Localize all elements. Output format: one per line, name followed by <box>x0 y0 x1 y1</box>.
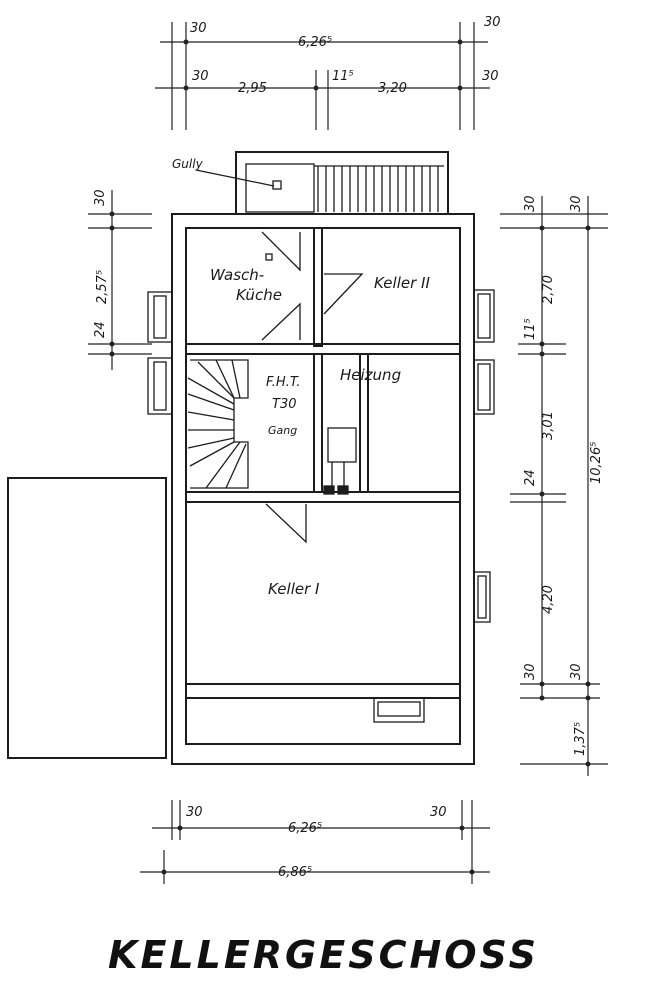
dim-right-outer-extra: 1,37⁵ <box>573 722 588 756</box>
lower-area <box>7 477 460 765</box>
dim-bottom1-middle: 6,26⁵ <box>288 821 322 836</box>
top-dimension-row-1: 30 6,26⁵ 30 <box>160 15 501 130</box>
room-label-t30: T30 <box>272 397 296 412</box>
heating-equipment <box>323 427 357 495</box>
dim-top2-left: 30 <box>192 69 209 84</box>
room-label-waschkueche-1: Wasch- <box>210 266 264 284</box>
gully-label: Gully <box>172 157 204 171</box>
room-label-heizung: Heizung <box>340 366 401 384</box>
room-label-waschkueche-2: Küche <box>236 286 282 304</box>
dim-bottom1-left: 30 <box>186 805 203 820</box>
room-label-keller1: Keller I <box>268 580 320 598</box>
room-label-gang: Gang <box>268 424 297 437</box>
dim-right-inner-seg3: 4,20 <box>541 585 556 614</box>
dim-top1-left: 30 <box>190 21 207 36</box>
room-labels: Wasch- Küche Keller II Heizung F.H.T. T3… <box>210 266 430 598</box>
door-swings <box>261 231 364 544</box>
room-label-keller2: Keller II <box>374 274 430 292</box>
left-dimension-chain: 30 2,57⁵ 24 <box>88 189 152 370</box>
right-inner-dimension-chain: 30 2,70 11⁵ 3,01 24 4,20 30 <box>500 195 608 701</box>
plan-title: KELLERGESCHOSS <box>108 933 539 977</box>
bottom-dimension-row-2: 6,86⁵ <box>140 850 490 884</box>
dim-right-inner-top: 30 <box>523 195 538 212</box>
dim-right-outer-total: 10,26⁵ <box>589 442 604 484</box>
room-label-fht: F.H.T. <box>266 375 300 390</box>
windows <box>147 289 495 723</box>
dim-right-outer-bottom: 30 <box>569 663 584 680</box>
spiral-stair <box>187 359 249 489</box>
dim-top2-seg1: 2,95 <box>238 81 267 96</box>
exterior-stair: Gully <box>172 151 449 215</box>
dim-right-outer-top: 30 <box>569 195 584 212</box>
dim-left-lower: 24 <box>93 321 108 338</box>
dim-right-inner-seg1: 2,70 <box>541 275 556 304</box>
dim-right-inner-seg2: 3,01 <box>541 411 556 440</box>
dim-right-inner-mid2: 24 <box>523 469 538 486</box>
dim-top1-right: 30 <box>484 15 501 30</box>
dim-right-inner-bottom: 30 <box>523 663 538 680</box>
dim-left-top: 30 <box>93 189 108 206</box>
dim-top2-right: 30 <box>482 69 499 84</box>
interior-walls <box>185 227 461 699</box>
top-dimension-row-2: 30 2,95 11⁵ 3,20 30 <box>155 69 499 130</box>
dim-bottom1-right: 30 <box>430 805 447 820</box>
dim-right-inner-mid1: 11⁵ <box>523 318 538 340</box>
dim-top1-middle: 6,26⁵ <box>298 35 332 50</box>
dim-left-middle: 2,57⁵ <box>95 270 110 304</box>
right-outer-dimension-chain: 30 10,26⁵ 30 1,37⁵ <box>520 195 608 776</box>
dim-top2-middle: 11⁵ <box>332 69 354 84</box>
dim-top2-seg2: 3,20 <box>378 81 407 96</box>
dim-bottom2-middle: 6,86⁵ <box>278 865 312 880</box>
